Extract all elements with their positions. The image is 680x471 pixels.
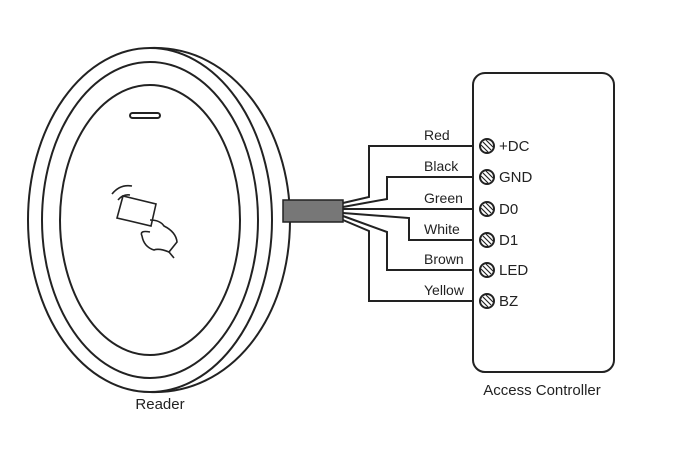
wire-color-label: Black — [424, 158, 459, 174]
wire-brown — [342, 215, 473, 271]
terminal-label: LED — [499, 262, 528, 279]
wire-color-label: Red — [424, 127, 450, 143]
card-hand-icon — [111, 184, 178, 259]
screw-slot-icon — [480, 233, 494, 247]
wire-color-label: Green — [424, 190, 463, 206]
screw-slot-icon — [480, 294, 494, 308]
wires — [342, 145, 473, 302]
wire-yellow — [342, 219, 473, 302]
terminal-label: BZ — [499, 293, 518, 310]
screw-slot-icon — [480, 202, 494, 216]
wire-black — [342, 176, 473, 208]
terminal-label: D1 — [499, 232, 518, 249]
terminal-label: +DC — [499, 138, 530, 155]
controller-label: Access Controller — [483, 382, 601, 399]
screw-slot-icon — [480, 170, 494, 184]
wire-white — [342, 212, 473, 241]
wire-red — [342, 145, 473, 204]
wire-color-label: Brown — [424, 251, 464, 267]
terminal-label: GND — [499, 169, 533, 186]
terminal-label: D0 — [499, 201, 518, 218]
wire-color-label: White — [424, 221, 460, 237]
cable — [282, 199, 344, 223]
screw-slot-icon — [480, 263, 494, 277]
indicator-led-icon — [129, 112, 161, 119]
screw-slot-icon — [480, 139, 494, 153]
reader-label: Reader — [135, 396, 184, 413]
reader-device — [27, 46, 292, 394]
access-controller-box — [472, 72, 615, 373]
wire-color-label: Yellow — [424, 282, 465, 298]
